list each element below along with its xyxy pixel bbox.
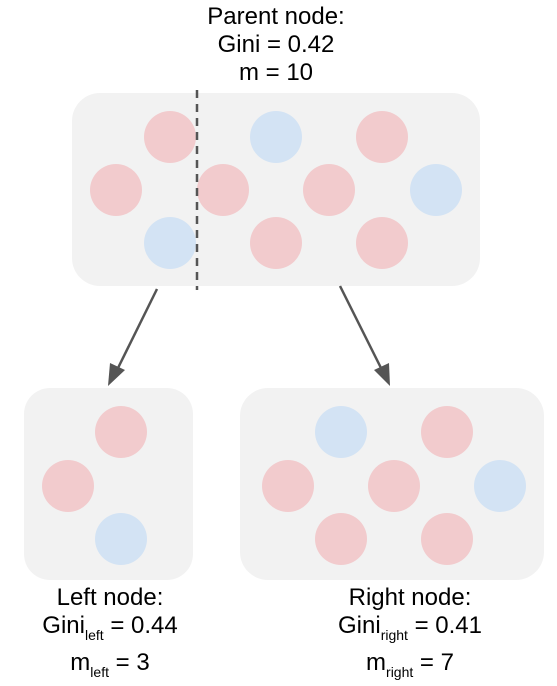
sample-blue bbox=[95, 513, 147, 565]
arrow-right bbox=[338, 285, 390, 386]
parent-title: Parent node: bbox=[207, 3, 345, 30]
arrow-left bbox=[108, 288, 159, 386]
sample-red bbox=[356, 111, 408, 163]
sample-red bbox=[262, 460, 314, 512]
right-gini: Giniright = 0.41 bbox=[338, 612, 482, 643]
left-node-label: Left node: Ginileft = 0.44 mleft = 3 bbox=[0, 584, 220, 686]
sample-red bbox=[197, 164, 249, 216]
sample-red bbox=[95, 406, 147, 458]
left-gini: Ginileft = 0.44 bbox=[42, 612, 178, 643]
sample-red bbox=[250, 217, 302, 269]
sample-red bbox=[356, 217, 408, 269]
parent-gini: Gini = 0.42 bbox=[217, 31, 335, 58]
sample-red bbox=[368, 460, 420, 512]
sample-red bbox=[144, 111, 196, 163]
left-samples bbox=[42, 406, 147, 565]
sample-red bbox=[303, 164, 355, 216]
sample-blue bbox=[474, 460, 526, 512]
sample-blue bbox=[410, 164, 462, 216]
left-title: Left node: bbox=[56, 584, 164, 611]
sample-red bbox=[421, 513, 473, 565]
parent-samples bbox=[90, 111, 462, 269]
left-node-box bbox=[24, 388, 193, 580]
parent-node-label: Parent node: Gini = 0.42 m = 10 bbox=[126, 3, 426, 87]
sample-blue bbox=[144, 217, 196, 269]
sample-red bbox=[315, 513, 367, 565]
right-count: mright = 7 bbox=[366, 649, 454, 680]
sample-blue bbox=[315, 406, 367, 458]
parent-count: m = 10 bbox=[238, 59, 314, 86]
sample-red bbox=[90, 164, 142, 216]
sample-blue bbox=[250, 111, 302, 163]
sample-red bbox=[42, 460, 94, 512]
right-samples bbox=[262, 406, 526, 565]
right-title: Right node: bbox=[348, 584, 472, 611]
left-count: mleft = 3 bbox=[70, 649, 150, 680]
sample-red bbox=[421, 406, 473, 458]
right-node-label: Right node: Giniright = 0.41 mright = 7 bbox=[290, 584, 530, 686]
